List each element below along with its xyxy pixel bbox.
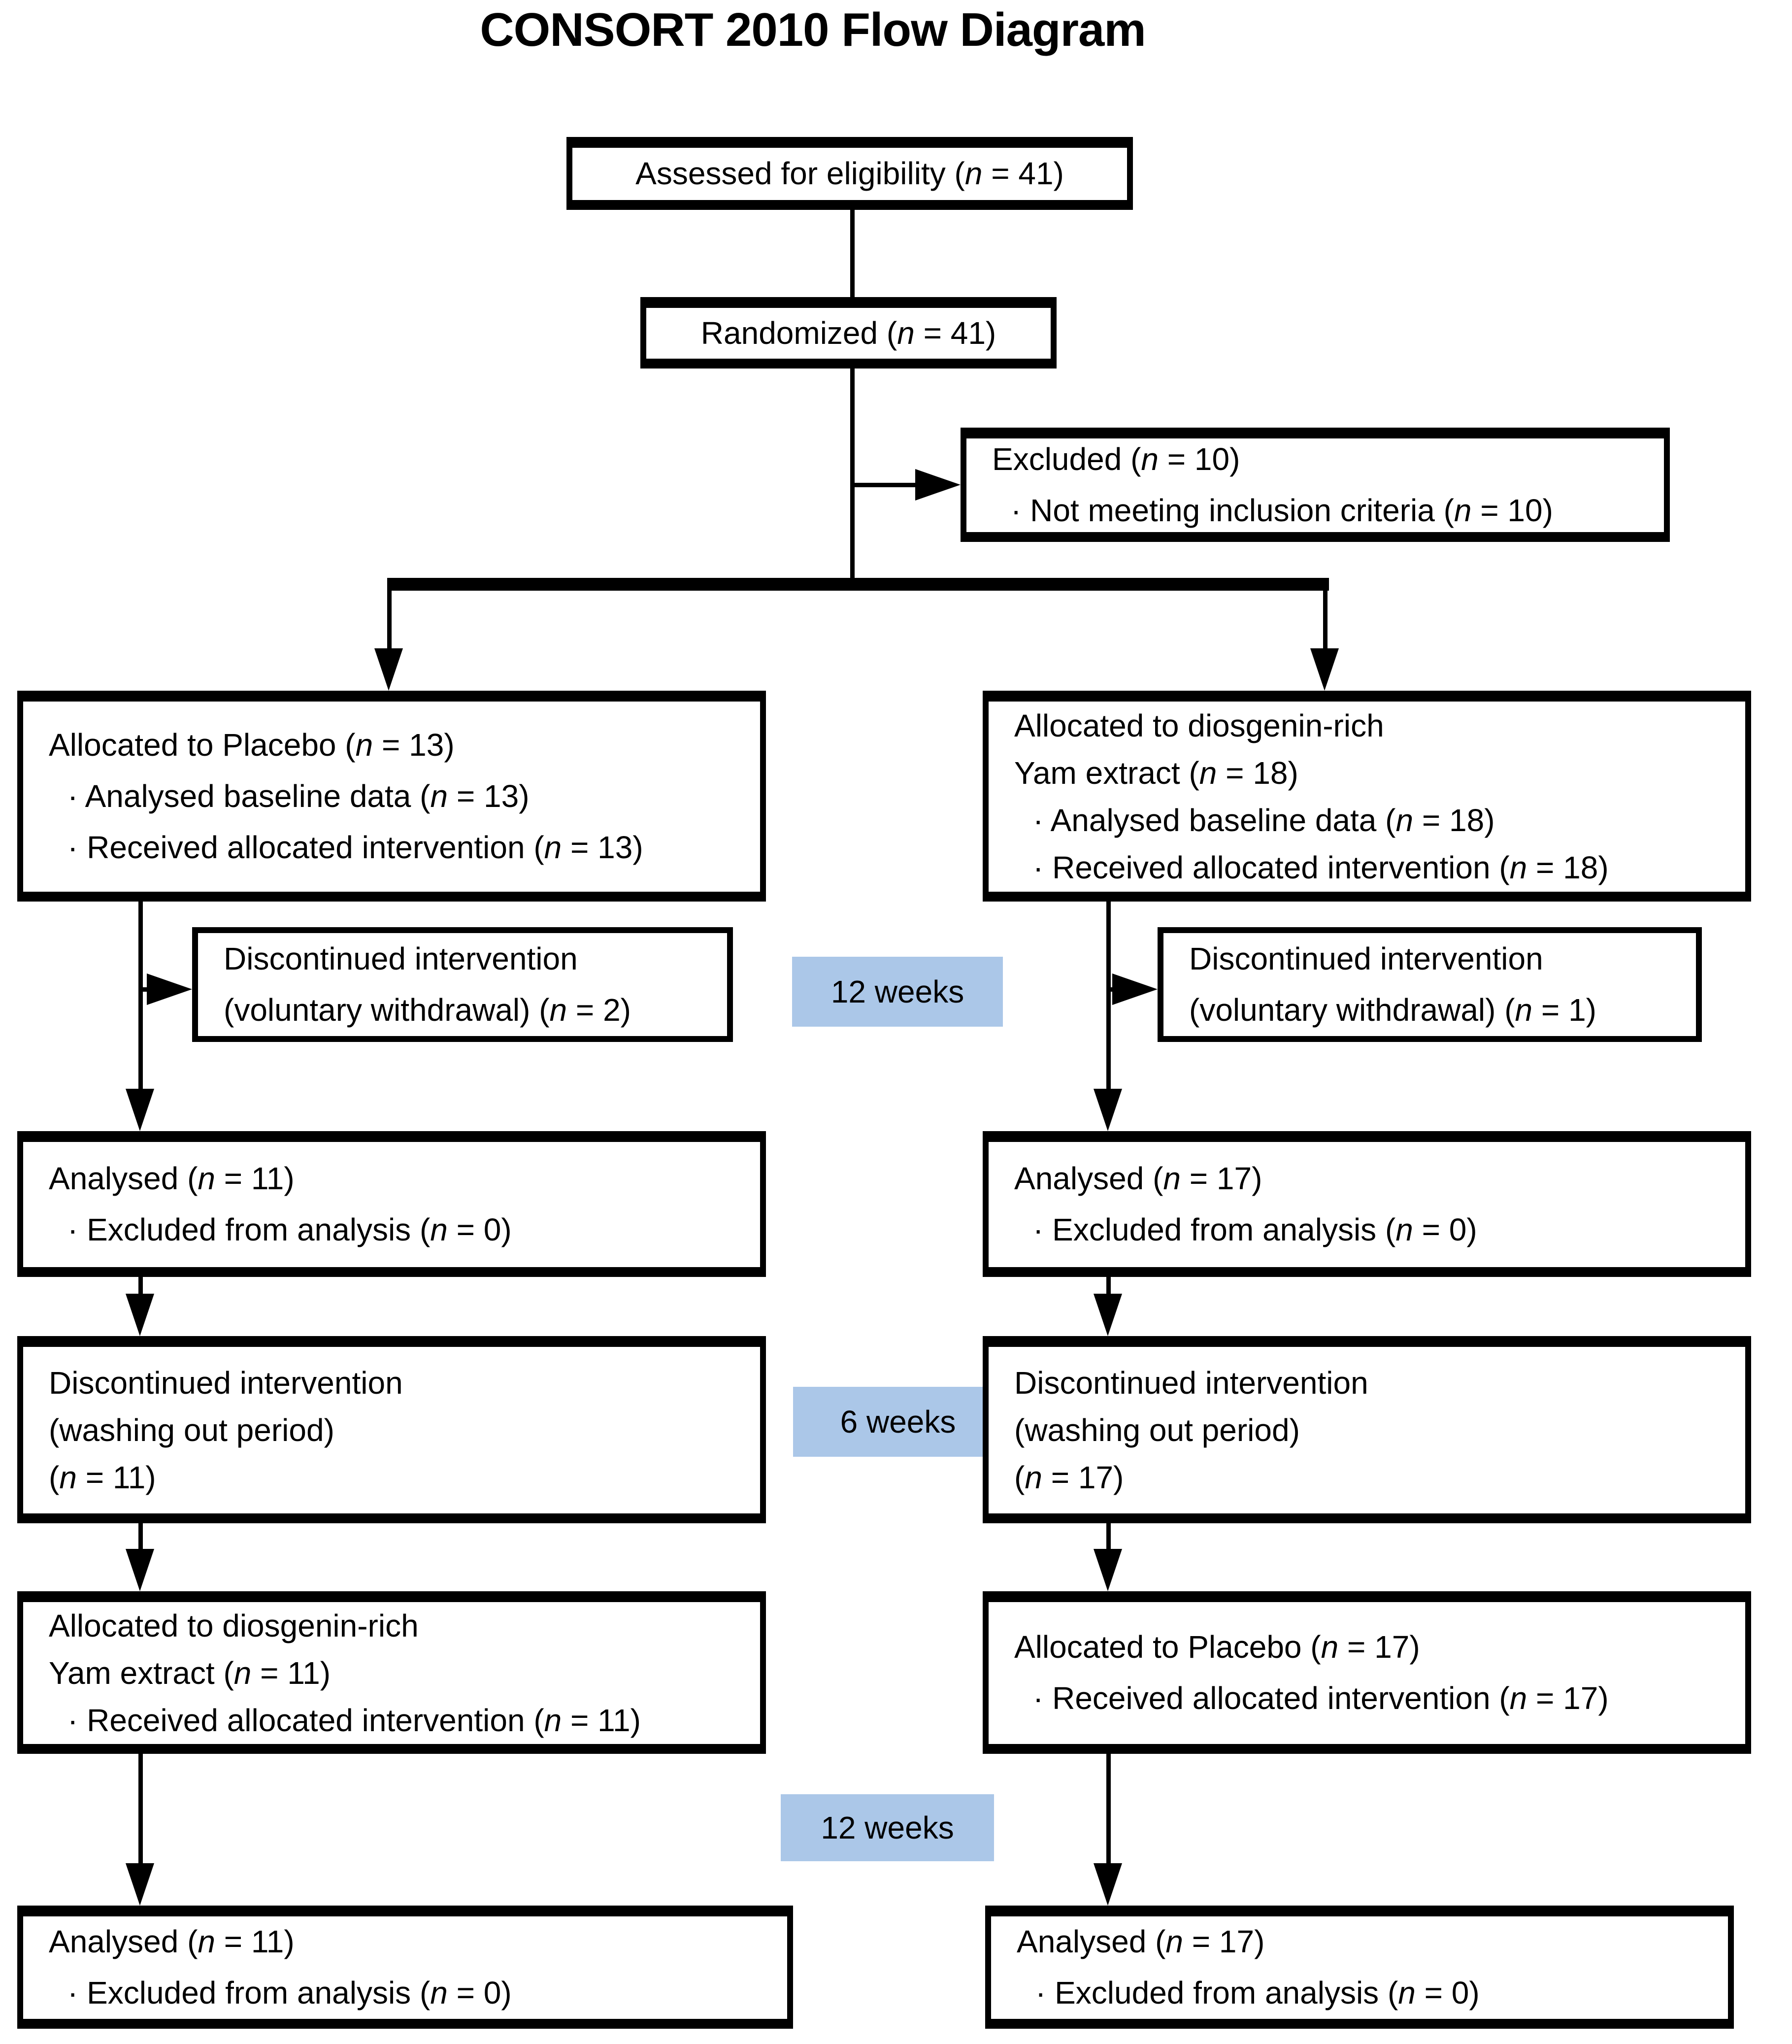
excluded-box: Excluded (n = 10) · Not meeting inclusio… <box>961 428 1670 542</box>
box-text-line: (n = 11) <box>49 1460 156 1495</box>
box-text-line: · Received allocated intervention (n = 1… <box>67 1703 641 1738</box>
analysed-right-2-box: Analysed (n = 17) · Excluded from analys… <box>985 1906 1734 2029</box>
washout-right-box: Discontinued intervention (washing out p… <box>983 1336 1751 1523</box>
connector-assessed-randomized <box>850 207 855 298</box>
period-label-text: 6 weeks <box>840 1404 956 1440</box>
discontinued-voluntary-left-box: Discontinued intervention (voluntary wit… <box>192 927 733 1042</box>
analysed-right-1-box: Analysed (n = 17) · Excluded from analys… <box>983 1131 1751 1277</box>
branch-line <box>387 578 1329 591</box>
connector-allocR-analysedR1 <box>1106 901 1111 1089</box>
box-text-line: · Analysed baseline data (n = 13) <box>67 778 530 814</box>
connector-to-excluded <box>852 483 917 487</box>
box-text-line: Analysed (n = 11) <box>49 1161 295 1197</box>
box-text-line: Randomized (n = 41) <box>700 315 996 351</box>
box-text-line: (washing out period) <box>49 1412 334 1448</box>
box-text-line: · Not meeting inclusion criteria (n = 10… <box>1011 493 1553 528</box>
box-text-line: (voluntary withdrawal) (n = 1) <box>1189 992 1596 1028</box>
connector-analysedL1-washoutL <box>138 1276 143 1295</box>
analysed-left-1-box: Analysed (n = 11) · Excluded from analys… <box>17 1131 766 1277</box>
box-text-line: Analysed (n = 11) <box>49 1924 295 1960</box>
box-text-line: · Received allocated intervention (n = 1… <box>1033 850 1609 885</box>
box-text-line: Allocated to Placebo (n = 17) <box>1014 1629 1420 1665</box>
period-label-text: 12 weeks <box>821 1810 954 1845</box>
allocation-placebo-box: Allocated to Placebo (n = 13) · Analysed… <box>17 691 766 902</box>
box-text-line: Discontinued intervention <box>224 940 578 976</box>
connector-allocL-analysedL1 <box>138 901 143 1089</box>
box-text-line: Allocated to Placebo (n = 13) <box>49 727 455 763</box>
allocation-yam-2-box: Allocated to diosgenin-rich Yam extract … <box>17 1591 766 1754</box>
box-text-line: Yam extract (n = 18) <box>1014 755 1298 791</box>
box-text-line: · Analysed baseline data (n = 18) <box>1033 803 1495 838</box>
diagram-title: CONSORT 2010 Flow Diagram <box>480 3 1146 56</box>
arrowhead-down-washoutR-icon <box>1094 1294 1122 1336</box>
box-text-line: Analysed (n = 17) <box>1017 1924 1265 1960</box>
arrowhead-down-analysedR1-icon <box>1094 1089 1122 1131</box>
allocation-placebo-2-box: Allocated to Placebo (n = 17) · Received… <box>983 1591 1751 1754</box>
box-text-line: Discontinued intervention <box>49 1365 403 1401</box>
connector-washoutL-allocL2 <box>138 1522 143 1550</box>
arrowhead-down-alloc-left-icon <box>374 648 403 691</box>
arrowhead-down-allocR2-icon <box>1094 1549 1122 1591</box>
box-text-line: (washing out period) <box>1014 1412 1300 1448</box>
box-text-line: · Excluded from analysis (n = 0) <box>1035 1975 1480 2010</box>
connector-analysedR1-washoutR <box>1106 1276 1111 1295</box>
box-text-line: Excluded (n = 10) <box>992 441 1240 477</box>
period-label-12-weeks-1: 12 weeks <box>792 957 1003 1027</box>
box-text-line: (voluntary withdrawal) (n = 2) <box>224 992 631 1028</box>
box-text-line: Discontinued intervention <box>1189 940 1543 976</box>
washout-left-box: Discontinued intervention (washing out p… <box>17 1336 766 1523</box>
arrowhead-down-analysedL2-icon <box>126 1863 154 1906</box>
period-label-6-weeks: 6 weeks <box>793 1387 1003 1457</box>
box-text-line: Analysed (n = 17) <box>1014 1161 1262 1197</box>
box-text-line: · Received allocated intervention (n = 1… <box>1033 1680 1609 1716</box>
arrowhead-right-discR-icon <box>1112 973 1158 1005</box>
box-text-line: (n = 17) <box>1014 1460 1124 1495</box>
box-text-line: Discontinued intervention <box>1014 1365 1368 1401</box>
box-text-line: Allocated to diosgenin-rich <box>1014 708 1384 743</box>
period-label-12-weeks-2: 12 weeks <box>781 1794 994 1861</box>
connector-randomized-branch <box>850 367 855 591</box>
arrowhead-down-allocL2-icon <box>126 1549 154 1591</box>
connector-allocL2-analysedL2 <box>138 1753 143 1864</box>
connector-branch-left <box>387 589 392 648</box>
randomized-box: Randomized (n = 41) <box>640 297 1057 369</box>
arrowhead-down-analysedL1-icon <box>126 1089 154 1131</box>
allocation-yam-box: Allocated to diosgenin-rich Yam extract … <box>983 691 1751 902</box>
arrowhead-down-washoutL-icon <box>126 1294 154 1336</box>
connector-branch-right <box>1323 589 1327 648</box>
arrowhead-right-discL-icon <box>147 973 192 1005</box>
analysed-left-2-box: Analysed (n = 11) · Excluded from analys… <box>17 1906 793 2029</box>
arrowhead-down-analysedR2-icon <box>1094 1863 1122 1906</box>
assessed-box: Assessed for eligibility (n = 41) <box>566 137 1133 210</box>
arrowhead-down-alloc-right-icon <box>1310 648 1339 691</box>
connector-allocR2-analysedR2 <box>1106 1753 1111 1864</box>
connector-washoutR-allocR2 <box>1106 1522 1111 1550</box>
arrowhead-right-excluded-icon <box>915 469 961 501</box>
box-text-line: Assessed for eligibility (n = 41) <box>635 156 1064 192</box>
box-text-line: Allocated to diosgenin-rich <box>49 1608 419 1643</box>
box-text-line: · Received allocated intervention (n = 1… <box>67 829 643 865</box>
box-text-line: · Excluded from analysis (n = 0) <box>1033 1212 1477 1247</box>
box-text-line: · Excluded from analysis (n = 0) <box>67 1212 512 1247</box>
discontinued-voluntary-right-box: Discontinued intervention (voluntary wit… <box>1158 927 1702 1042</box>
box-text-line: · Excluded from analysis (n = 0) <box>67 1975 512 2010</box>
box-text-line: Yam extract (n = 11) <box>49 1655 331 1691</box>
period-label-text: 12 weeks <box>830 974 964 1009</box>
